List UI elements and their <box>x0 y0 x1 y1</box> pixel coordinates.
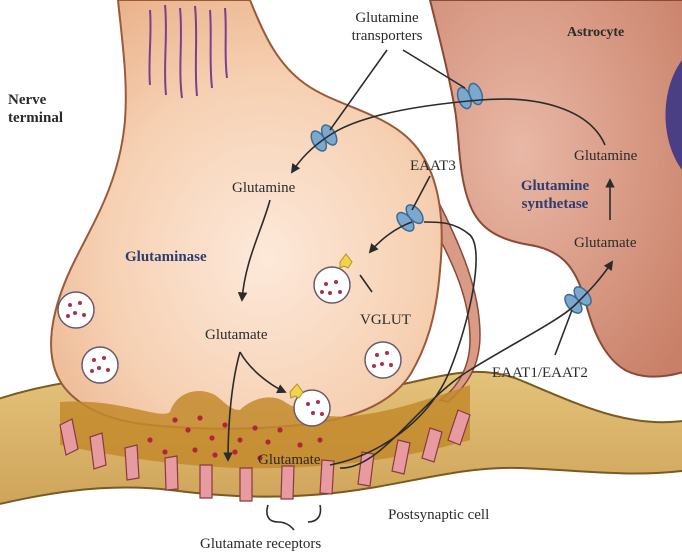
astrocyte-label: Astrocyte <box>567 24 624 41</box>
glutamine-transporters-label: Glutamine <box>337 10 437 27</box>
eaat1-eaat2-label: EAAT1/EAAT2 <box>492 365 588 382</box>
glutamate-astrocyte-label: Glutamate <box>574 235 636 252</box>
eaat3-label: EAAT3 <box>410 158 456 175</box>
vesicle <box>58 292 94 328</box>
vesicle <box>314 267 350 303</box>
nerve-terminal-label: Nerve <box>8 92 46 109</box>
vesicle <box>365 342 401 378</box>
vglut-label: VGLUT <box>360 312 411 329</box>
vesicle <box>82 347 118 383</box>
glutamine-synthetase-label: Glutamine <box>506 178 604 195</box>
glutaminase-label: Glutaminase <box>125 249 207 266</box>
glutamate-receptors-label: Glutamate receptors <box>200 536 321 553</box>
glutamine-astrocyte-label: Glutamine <box>574 148 637 165</box>
glutamine-transporters-label-2: transporters <box>337 28 437 45</box>
nerve-terminal-label-2: terminal <box>8 110 63 127</box>
glutamine-synthetase-label-2: synthetase <box>506 196 604 213</box>
glutamate-neuron-label: Glutamate <box>205 327 267 344</box>
glutamine-neuron-label: Glutamine <box>232 180 295 197</box>
postsynaptic-cell-label: Postsynaptic cell <box>388 507 489 524</box>
glutamate-cleft-label: Glutamate <box>258 452 320 469</box>
